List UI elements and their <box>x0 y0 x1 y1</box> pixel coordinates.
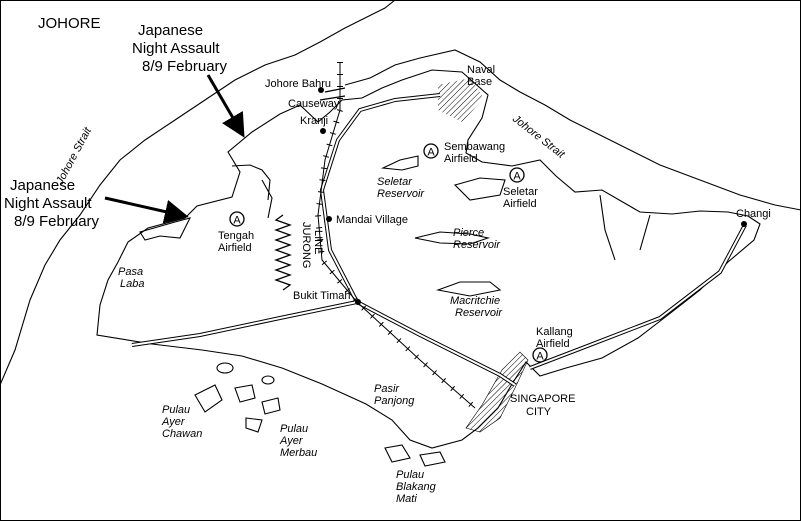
naval-base-area <box>438 78 484 122</box>
svg-text:Macritchie: Macritchie <box>450 295 500 307</box>
macritchie-reservoir-shape <box>435 281 502 297</box>
assault-arrow-north <box>206 74 245 138</box>
svg-text:8/9 February: 8/9 February <box>14 213 100 230</box>
railway <box>317 62 476 409</box>
label-kranji: Kranji <box>300 115 328 127</box>
svg-text:Airfield: Airfield <box>218 242 252 254</box>
seletar-reservoir-shape <box>380 155 419 171</box>
airfield-icon-kallang: A <box>532 347 548 363</box>
svg-text:SINGAPORE: SINGAPORE <box>510 393 575 405</box>
label-johore-bahru: Johore Bahru <box>265 78 331 90</box>
svg-text:Seletar: Seletar <box>377 176 413 188</box>
label-changi: Changi <box>736 208 771 220</box>
svg-text:Mati: Mati <box>396 493 417 505</box>
assault-label-west: Japanese Night Assault 8/9 February <box>4 177 100 230</box>
label-jurong-line: JURONG LINE <box>300 222 324 268</box>
svg-text:Pulau: Pulau <box>162 404 190 416</box>
river <box>599 194 651 261</box>
svg-text:Ayer: Ayer <box>161 416 186 428</box>
svg-text:Base: Base <box>467 76 492 88</box>
svg-text:A: A <box>536 351 544 363</box>
label-mandai-village: Mandai Village <box>336 214 408 226</box>
svg-text:A: A <box>427 147 435 159</box>
svg-text:Night Assault: Night Assault <box>132 40 220 57</box>
svg-text:Japanese: Japanese <box>10 177 75 194</box>
svg-text:Reservoir: Reservoir <box>453 239 501 251</box>
jurong-line-zigzag <box>274 214 292 291</box>
svg-text:CITY: CITY <box>526 406 552 418</box>
svg-text:Pulau: Pulau <box>396 469 424 481</box>
label-causeway: Causeway <box>288 98 340 110</box>
svg-text:A: A <box>233 215 241 227</box>
svg-text:Reservoir: Reservoir <box>377 188 425 200</box>
johore-coastline <box>0 0 396 386</box>
town-dots <box>318 87 747 305</box>
svg-text:Sembawang: Sembawang <box>444 141 505 153</box>
label-bukit-timah: Bukit Timah <box>293 290 350 302</box>
svg-text:Reservoir: Reservoir <box>455 307 503 319</box>
svg-text:JURONG: JURONG <box>300 222 312 268</box>
region-label-johore: JOHORE <box>38 15 101 32</box>
svg-text:Pulau: Pulau <box>280 423 308 435</box>
svg-text:Seletar: Seletar <box>503 186 538 198</box>
svg-text:Airfield: Airfield <box>503 198 537 210</box>
singapore-city-area <box>465 351 529 433</box>
svg-text:LINE: LINE <box>312 230 324 254</box>
assault-arrow-west <box>104 196 189 224</box>
svg-text:8/9 February: 8/9 February <box>142 58 228 75</box>
svg-text:Pasir: Pasir <box>374 383 400 395</box>
johore-coastline-east <box>344 49 801 211</box>
southern-islands <box>194 362 446 467</box>
creek <box>231 164 273 219</box>
svg-text:Naval: Naval <box>467 64 495 76</box>
svg-text:Japanese: Japanese <box>138 22 203 39</box>
svg-text:Night Assault: Night Assault <box>4 195 92 212</box>
svg-text:Pierce: Pierce <box>453 227 484 239</box>
airfield-icon-sembawang: A <box>423 143 439 159</box>
creek-seletar <box>453 177 506 201</box>
svg-text:A: A <box>513 171 521 183</box>
pierce-reservoir-shape <box>414 231 491 245</box>
svg-text:Blakang: Blakang <box>396 481 437 493</box>
airfield-icon-tengah: A <box>229 211 245 227</box>
assault-label-north: Japanese Night Assault 8/9 February <box>132 22 228 75</box>
airfield-icon-seletar: A <box>509 167 525 183</box>
svg-text:Chawan: Chawan <box>162 428 202 440</box>
svg-text:Laba: Laba <box>120 278 144 290</box>
svg-text:Airfield: Airfield <box>536 338 570 350</box>
svg-text:Ayer: Ayer <box>279 435 304 447</box>
causeway-line <box>319 87 346 101</box>
svg-text:Kallang: Kallang <box>536 326 573 338</box>
svg-text:Tengah: Tengah <box>218 230 254 242</box>
svg-text:Pasa: Pasa <box>118 266 143 278</box>
roads <box>131 93 747 387</box>
svg-text:Airfield: Airfield <box>444 153 478 165</box>
singapore-island <box>96 69 761 449</box>
svg-text:Panjong: Panjong <box>374 395 415 407</box>
svg-text:Merbau: Merbau <box>280 447 317 459</box>
